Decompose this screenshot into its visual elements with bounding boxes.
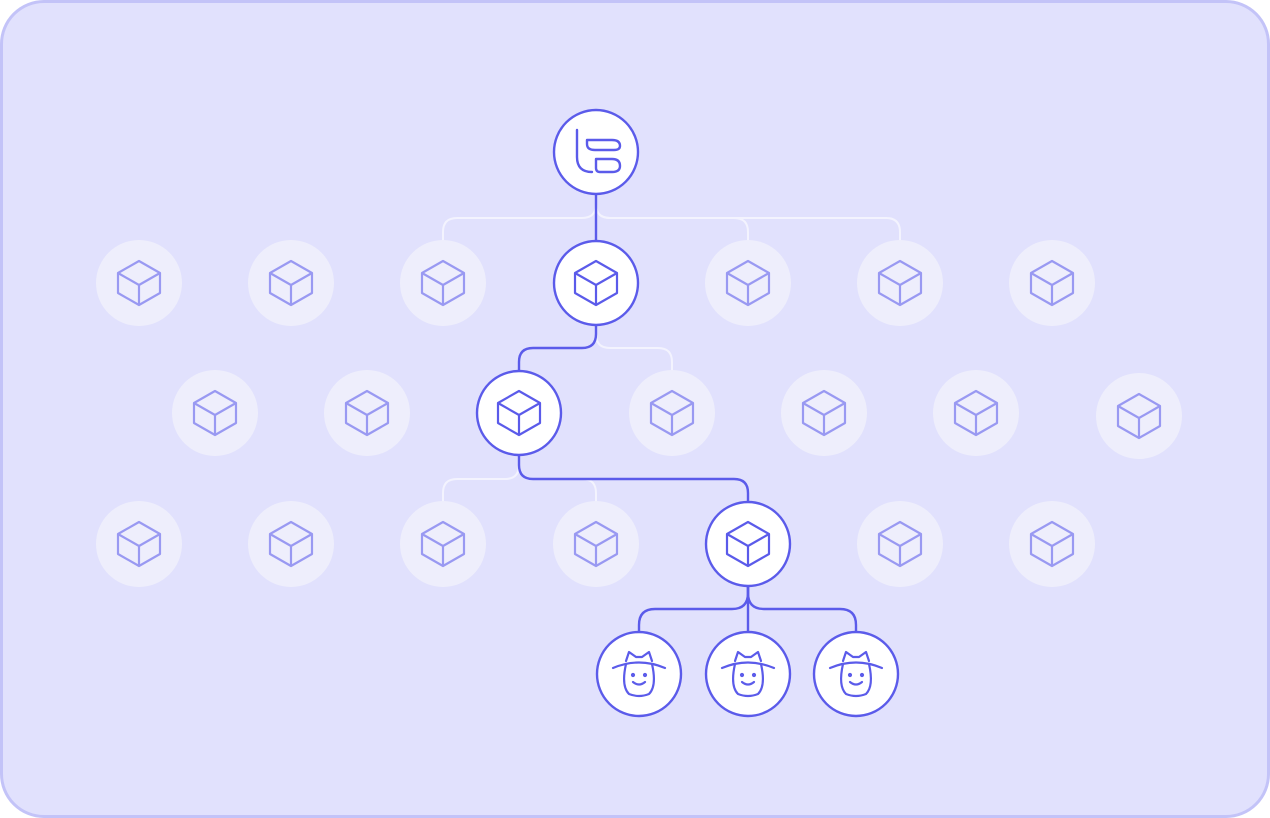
agent-node: [812, 630, 900, 718]
cube-node: [400, 240, 486, 326]
connector-line-active: [517, 455, 750, 502]
cube-node: [1096, 373, 1182, 459]
cube-icon: [116, 520, 162, 568]
cube-node: [1009, 501, 1095, 587]
node-layer: [96, 108, 1182, 718]
connector-line: [442, 194, 597, 241]
agent-face-icon: [720, 650, 776, 698]
cube-node: [172, 370, 258, 456]
cube-node: [857, 240, 943, 326]
cube-icon: [1029, 259, 1075, 307]
cube-icon: [801, 389, 847, 437]
cube-icon: [649, 389, 695, 437]
cube-icon: [420, 520, 466, 568]
brand-logo-icon: [575, 128, 622, 174]
cube-node: [324, 370, 410, 456]
root-node: [552, 108, 640, 196]
agent-face-icon: [828, 650, 884, 698]
cube-icon: [573, 520, 619, 568]
cube-icon: [573, 259, 619, 307]
connector-line: [595, 325, 673, 371]
connector-line: [442, 455, 520, 502]
cube-node: [629, 370, 715, 456]
cube-icon: [1116, 392, 1162, 440]
cube-node: [933, 370, 1019, 456]
cube-icon: [725, 520, 771, 568]
cube-icon: [877, 520, 923, 568]
agent-node: [595, 630, 683, 718]
cube-node: [857, 501, 943, 587]
cube-icon: [496, 389, 542, 437]
connector-line-active: [746, 586, 858, 632]
cube-icon: [116, 259, 162, 307]
cube-icon: [725, 259, 771, 307]
cube-icon: [420, 259, 466, 307]
cube-node: [705, 240, 791, 326]
hierarchy-diagram: [96, 108, 1182, 718]
cube-node-active: [475, 369, 563, 457]
cube-node: [96, 240, 182, 326]
cube-icon: [192, 389, 238, 437]
cube-node: [400, 501, 486, 587]
cube-node: [781, 370, 867, 456]
cube-icon: [344, 389, 390, 437]
agent-node: [704, 630, 792, 718]
agent-face-icon: [611, 650, 667, 698]
cube-node: [1009, 240, 1095, 326]
cube-icon: [268, 259, 314, 307]
cube-node: [553, 501, 639, 587]
cube-node-active: [704, 500, 792, 588]
cube-icon: [953, 389, 999, 437]
connector-line-active: [637, 586, 750, 632]
cube-node: [248, 501, 334, 587]
cube-icon: [268, 520, 314, 568]
connector-line-active: [517, 325, 598, 371]
connector-layer: [442, 194, 901, 632]
cube-icon: [877, 259, 923, 307]
cube-node: [96, 501, 182, 587]
cube-node: [248, 240, 334, 326]
cube-node-active: [552, 239, 640, 327]
cube-icon: [1029, 520, 1075, 568]
